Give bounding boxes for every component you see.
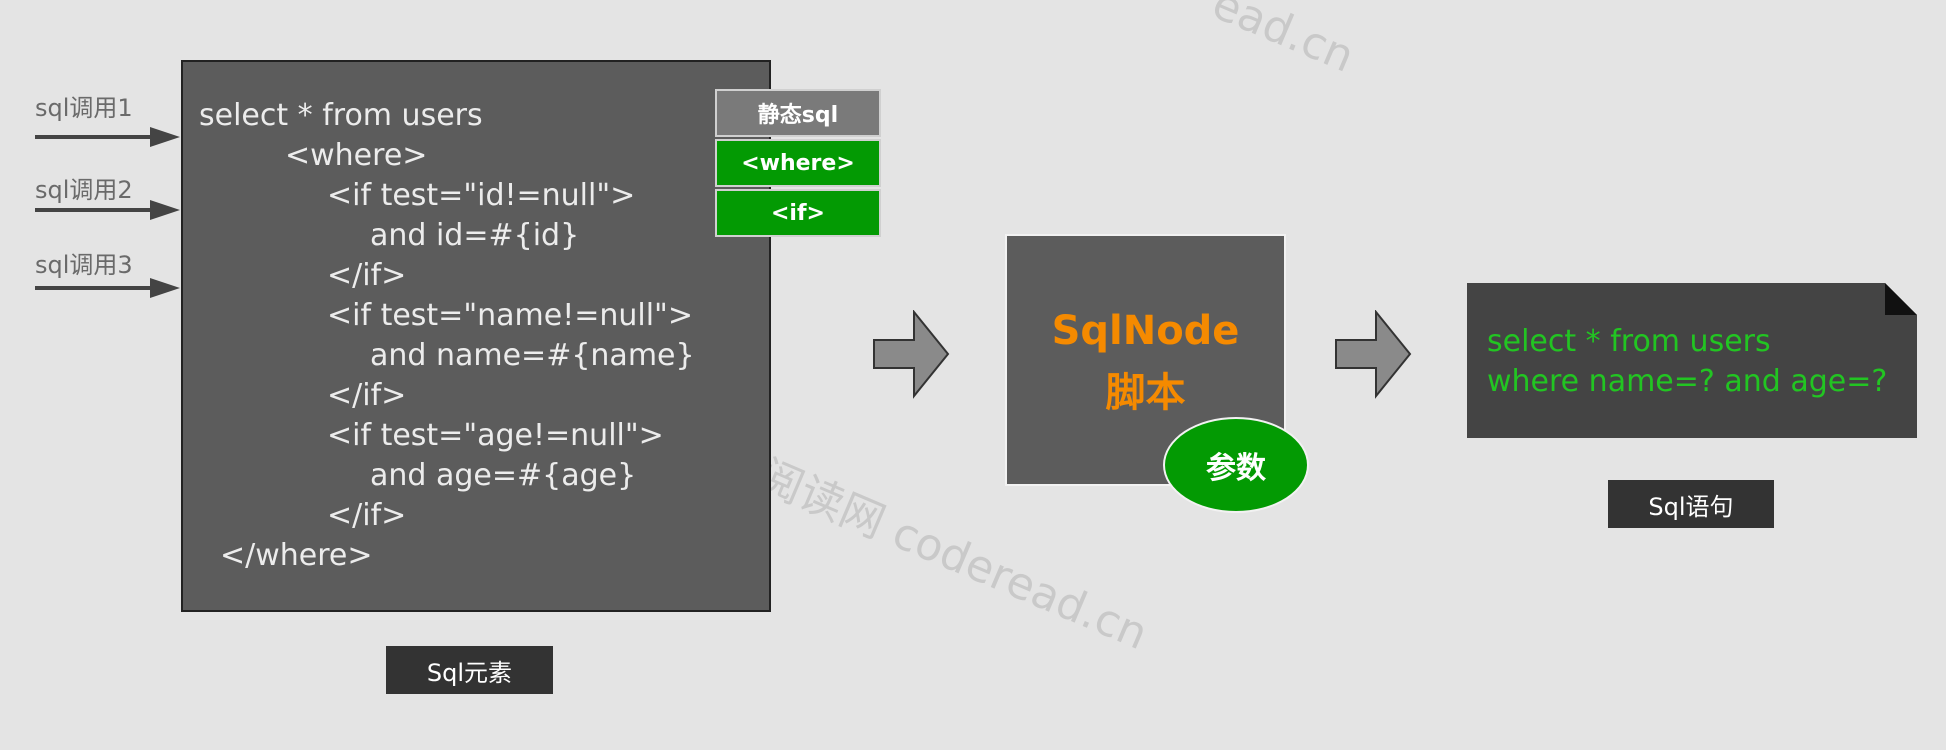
code-line-1: select * from users [199, 98, 483, 133]
result-line-2: where name=? and age=? [1487, 364, 1888, 399]
tag-static-sql: 静态sql [715, 89, 881, 137]
watermark-top: ead.cn [1205, 0, 1362, 83]
sql-element-box [181, 60, 771, 612]
sql-call-arrow-1 [35, 135, 155, 139]
flow-arrow-1 [873, 310, 950, 399]
sql-result-box [1467, 283, 1917, 438]
sql-call-label-1: sql调用1 [35, 94, 133, 122]
code-line-5: </if> [327, 258, 407, 293]
param-ellipse: 参数 [1163, 417, 1309, 513]
code-line-3: <if test="id!=null"> [327, 178, 636, 213]
sql-call-arrowhead-1 [150, 127, 180, 147]
sql-call-label-2: sql调用2 [35, 176, 133, 204]
sql-statement-caption: Sql语句 [1608, 480, 1774, 528]
code-line-12: </where> [220, 538, 373, 573]
tag-if: <if> [715, 189, 881, 237]
code-line-7: and name=#{name} [370, 338, 695, 373]
code-line-10: and age=#{age} [370, 458, 637, 493]
code-line-2: <where> [285, 138, 428, 173]
sqlnode-script-label: 脚本 [1105, 370, 1186, 416]
sql-call-arrow-3 [35, 286, 155, 290]
sql-call-arrow-2 [35, 208, 155, 212]
code-line-9: <if test="age!=null"> [327, 418, 664, 453]
sqlnode-title: SqlNode [1051, 308, 1240, 354]
tag-where: <where> [715, 139, 881, 187]
result-line-1: select * from users [1487, 324, 1771, 359]
sql-call-arrowhead-2 [150, 200, 180, 220]
code-line-11: </if> [327, 498, 407, 533]
flow-arrow-2 [1335, 310, 1412, 399]
code-line-4: and id=#{id} [370, 218, 580, 253]
sql-element-caption: Sql元素 [386, 646, 553, 694]
code-line-8: </if> [327, 378, 407, 413]
sql-call-label-3: sql调用3 [35, 251, 133, 279]
sql-call-arrowhead-3 [150, 278, 180, 298]
code-line-6: <if test="name!=null"> [327, 298, 693, 333]
